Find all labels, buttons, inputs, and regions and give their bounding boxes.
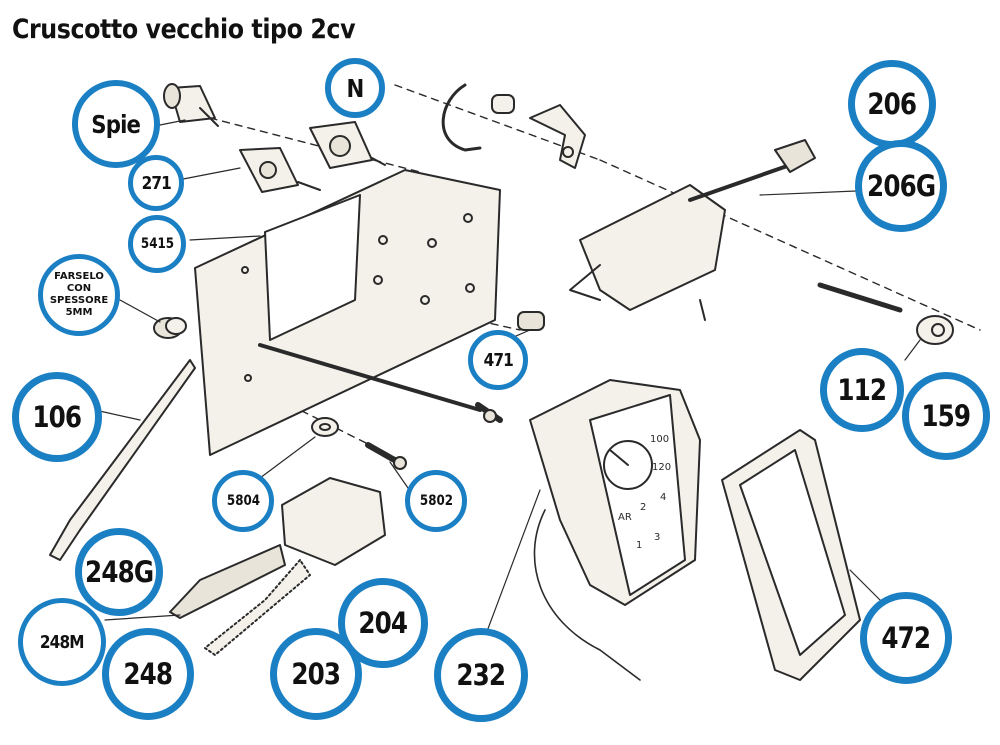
knob-471-part — [517, 311, 545, 331]
stalk-112-part — [817, 282, 954, 345]
badge-206[interactable]: 206 — [848, 60, 936, 148]
gauge-gear-1: 1 — [636, 540, 642, 551]
gauge-232-part — [529, 379, 701, 681]
badge-248m[interactable]: 248M — [18, 598, 106, 686]
bracket-part — [529, 104, 586, 169]
badge-159[interactable]: 159 — [902, 372, 990, 460]
gauge-gear-3: 3 — [654, 532, 660, 543]
badge-471[interactable]: 471 — [468, 330, 528, 390]
gauge-gear-2: 2 — [640, 502, 646, 513]
dashboard-panel-5415-part — [194, 169, 501, 456]
bezel-472-part — [721, 429, 861, 681]
gauge-gear-ar: AR — [618, 512, 632, 523]
washer-5804-part — [311, 417, 339, 437]
badge-spie[interactable]: Spie — [72, 80, 160, 168]
speedo-cable-part — [258, 343, 503, 423]
badge-5804[interactable]: 5804 — [212, 470, 274, 532]
clip-part — [441, 83, 515, 152]
gauge-scale-100: 100 — [650, 434, 669, 445]
badge-204[interactable]: 204 — [338, 578, 428, 668]
spacer-part — [153, 317, 187, 339]
badge-106[interactable]: 106 — [12, 372, 102, 462]
gauge-gear-4: 4 — [660, 492, 666, 503]
badge-5415[interactable]: 5415 — [128, 215, 186, 273]
badge-248[interactable]: 248 — [102, 628, 194, 720]
badge-206g[interactable]: 206G — [855, 140, 947, 232]
screw-5802-part — [365, 442, 407, 470]
badge-n[interactable]: N — [325, 58, 385, 118]
switch-n-part — [309, 121, 386, 169]
gauge-markings: 100 120 AR 2 4 1 3 — [618, 434, 671, 551]
switch-271-part — [239, 147, 321, 193]
badge-203[interactable]: 203 — [270, 628, 362, 720]
gauge-scale-120: 120 — [652, 462, 671, 473]
switch-206-part — [569, 139, 816, 321]
spie-bulb-holder-part — [163, 83, 219, 127]
badge-248g[interactable]: 248G — [75, 528, 163, 616]
badge-112[interactable]: 112 — [820, 348, 904, 432]
badge-5802[interactable]: 5802 — [405, 470, 467, 532]
page-title: Cruscotto vecchio tipo 2cv — [12, 14, 356, 45]
badge-232[interactable]: 232 — [434, 628, 528, 722]
badge-472[interactable]: 472 — [860, 592, 952, 684]
badge-271[interactable]: 271 — [128, 155, 184, 211]
handle-106-part — [49, 359, 196, 561]
